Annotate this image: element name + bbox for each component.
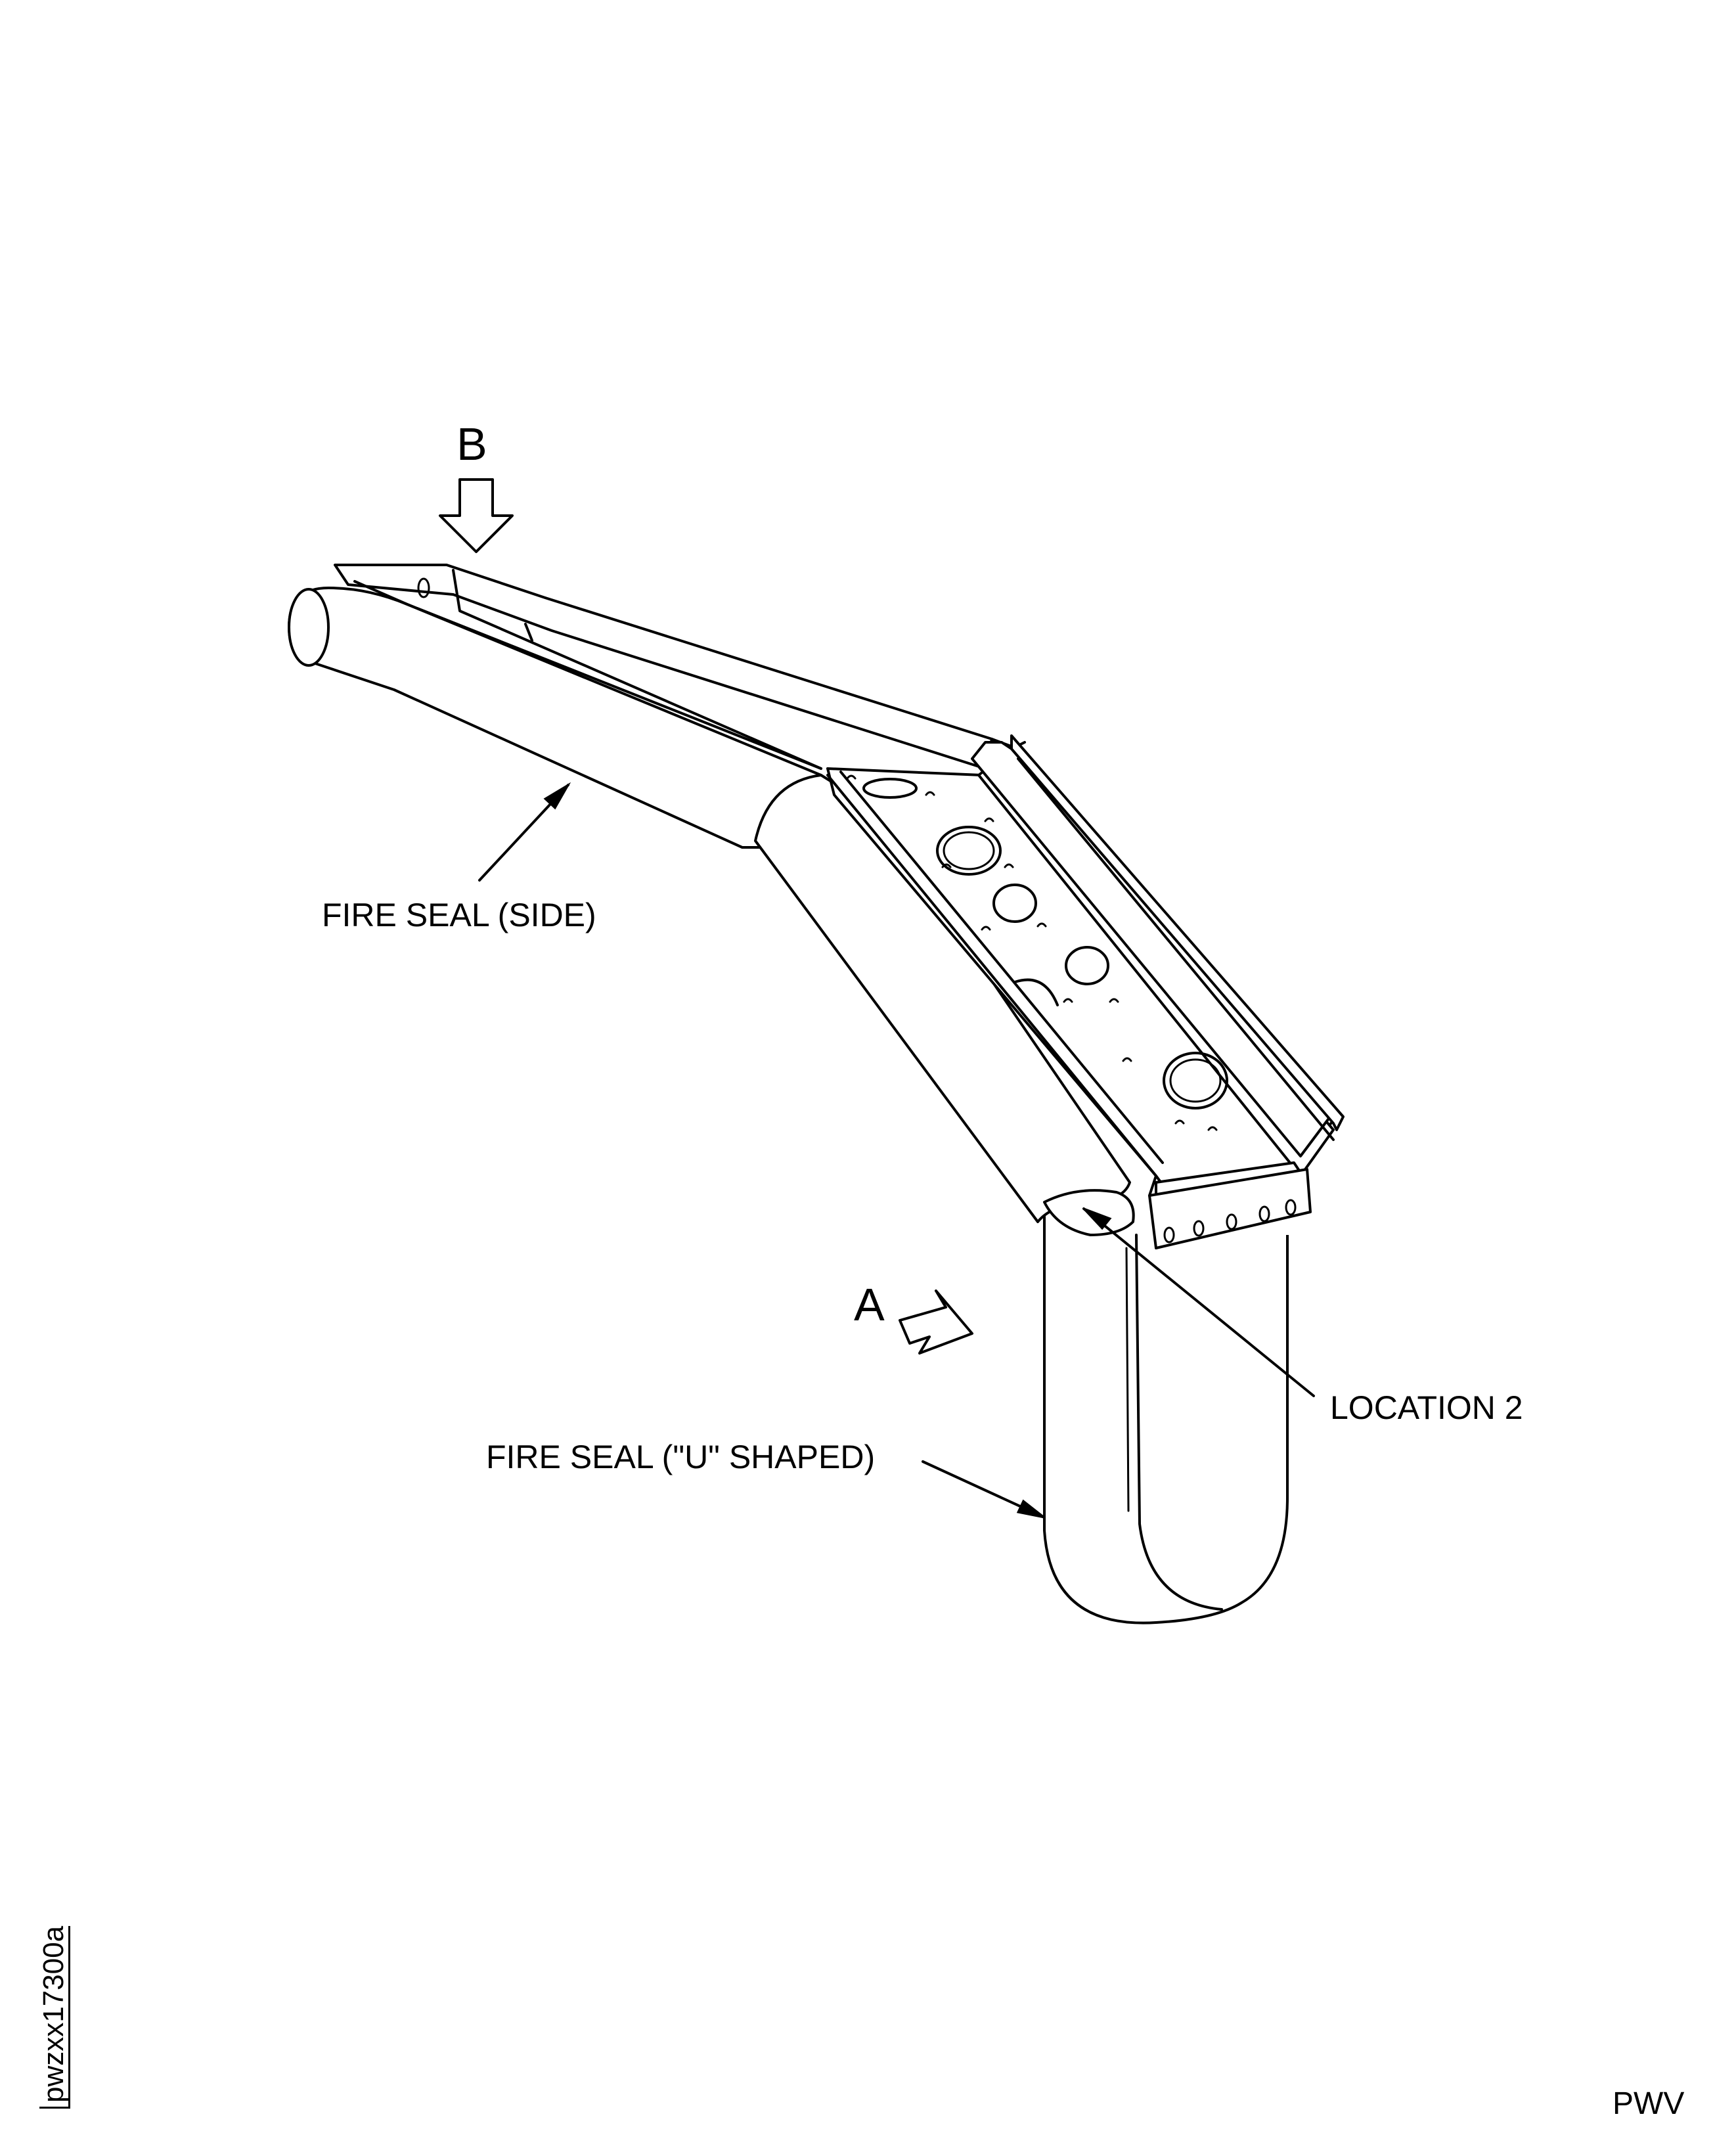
manufacturer-code: PWV	[1613, 2086, 1685, 2121]
fire-seal-u-label: FIRE SEAL ("U" SHAPED)	[486, 1439, 875, 1475]
fire-seal-side-label: FIRE SEAL (SIDE)	[322, 897, 596, 933]
view-a-label: A	[854, 1279, 885, 1330]
u-shaped-fire-seal	[1043, 1202, 1289, 1624]
view-b-label: B	[456, 418, 487, 470]
location-2-label: LOCATION 2	[1330, 1389, 1523, 1426]
right-channel	[971, 734, 1345, 1157]
flange-holes	[846, 774, 1228, 1131]
view-arrow-a: A	[854, 1279, 973, 1355]
view-arrow-b: B	[439, 418, 514, 553]
figure-id: pwzxx17300a	[37, 1925, 70, 2109]
side-fire-seal	[288, 587, 1135, 1236]
leader-lines	[478, 782, 1315, 1519]
